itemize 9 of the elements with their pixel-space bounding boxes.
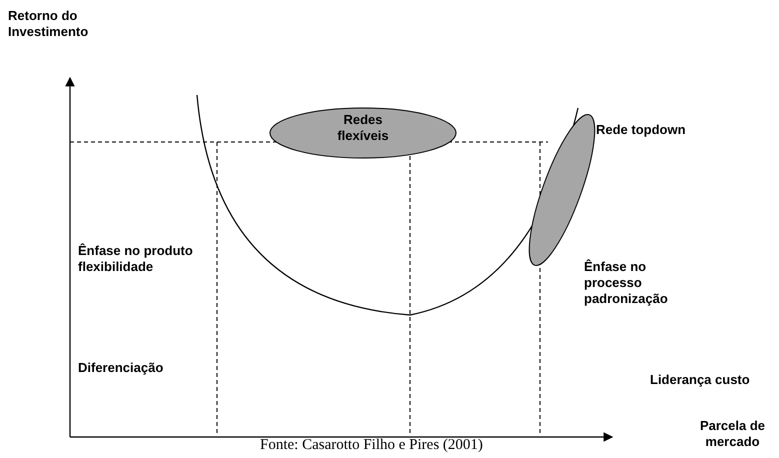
axis-title: Parcela de mercado — [698, 418, 766, 450]
region-label: Liderança custo — [650, 372, 751, 388]
ellipse-label: Rede topdown — [596, 122, 687, 138]
region-label: Diferenciação — [78, 360, 164, 376]
region-label: Ênfase no processo padronização — [584, 259, 669, 307]
region-label: Ênfase no produto flexibilidade — [78, 243, 194, 275]
axis-title: Retorno do Investimento — [8, 8, 90, 40]
ellipse-label: Redes flexíveis — [336, 112, 390, 144]
source-caption: Fonte: Casarotto Filho e Pires (2001) — [260, 437, 484, 453]
